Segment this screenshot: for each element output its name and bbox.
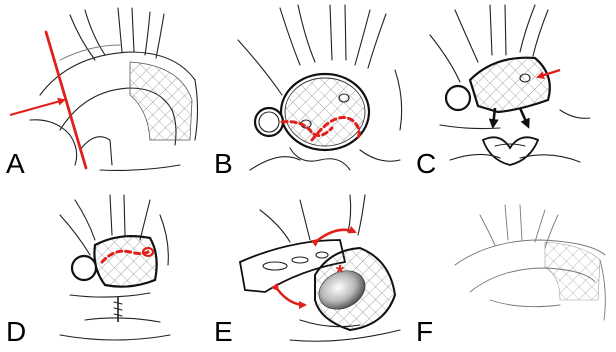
panel-label-d: D: [6, 318, 26, 346]
asterisk-marker: *: [336, 262, 344, 285]
panel-c-drawing: [430, 5, 590, 165]
panel-label-e: E: [214, 318, 233, 346]
panel-a-drawing: [10, 8, 198, 170]
panel-label-a: A: [6, 150, 25, 178]
panel-d-drawing: [60, 195, 170, 340]
panel-e-drawing: [240, 195, 400, 341]
panel-label-b: B: [214, 150, 233, 178]
panel-f-drawing: [455, 205, 605, 320]
panel-label-f: F: [416, 318, 433, 346]
panel-label-c: C: [416, 150, 436, 178]
panel-b-drawing: [238, 5, 402, 170]
